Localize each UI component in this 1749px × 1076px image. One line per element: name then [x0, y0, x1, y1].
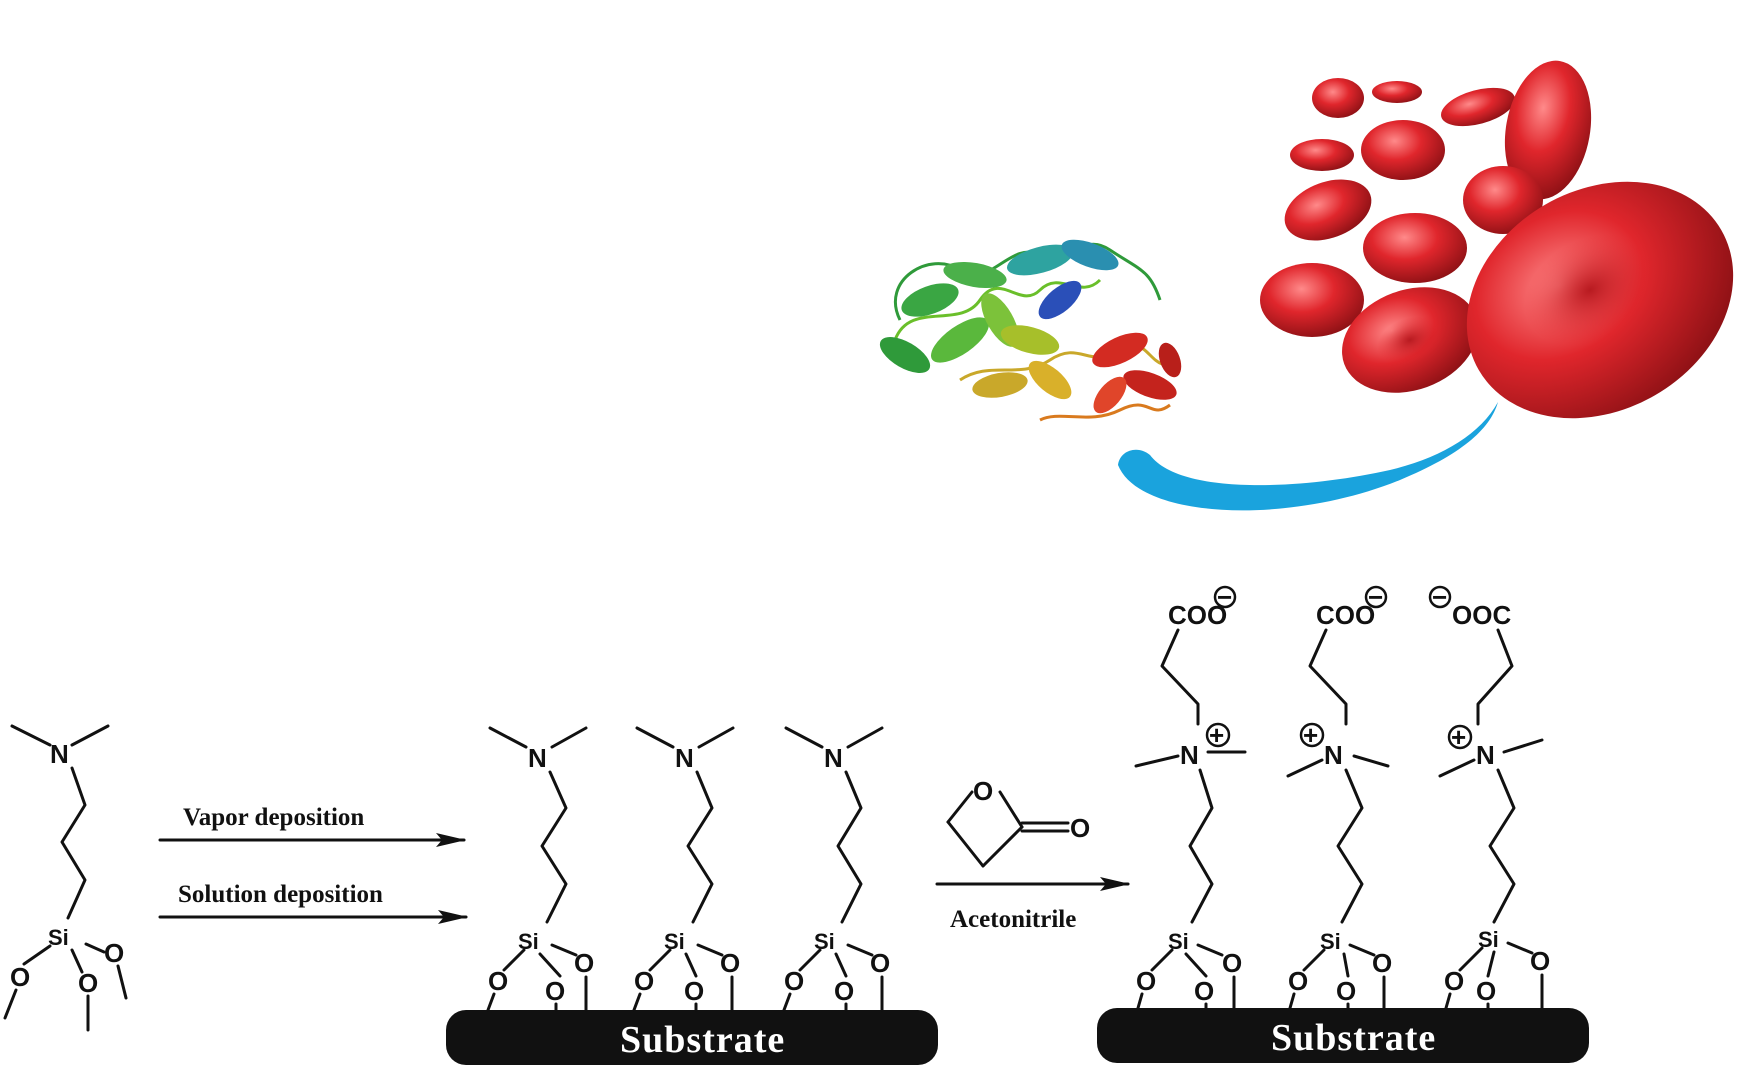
- svg-text:Si: Si: [1168, 929, 1189, 954]
- svg-text:−: −: [1217, 582, 1232, 612]
- deposition-arrows: Vapor deposition Solution deposition: [158, 804, 468, 924]
- svg-text:N: N: [1324, 740, 1343, 770]
- silicon-atom: Si: [48, 925, 69, 950]
- acetonitrile-label: Acetonitrile: [950, 906, 1076, 933]
- vapor-deposition-label: Vapor deposition: [183, 804, 364, 831]
- substrate-left-label: Substrate: [620, 1019, 785, 1061]
- blue-surface-curve-icon: [1118, 402, 1498, 511]
- amine-silane-2: N Si O O O: [632, 726, 740, 1012]
- amine-silane-3: N Si O O O: [782, 726, 890, 1012]
- nitrogen-atom: N: [50, 739, 69, 769]
- svg-text:Si: Si: [1478, 927, 1499, 952]
- substrate-left-group: Substrate N Si O O O N Si O: [446, 726, 938, 1065]
- zwitterion-silane-3: − OOC N + Si O O O: [1428, 582, 1550, 1010]
- svg-text:O: O: [1336, 976, 1356, 1006]
- svg-text:O: O: [720, 948, 740, 978]
- svg-text:O: O: [545, 976, 565, 1006]
- svg-text:Si: Si: [814, 929, 835, 954]
- protein-ribbon-icon: [879, 239, 1182, 422]
- free-silane-molecule: N Si O O O: [3, 724, 128, 1032]
- svg-text:O: O: [1136, 966, 1156, 996]
- svg-text:Si: Si: [518, 929, 539, 954]
- lactone-reaction-arrow: O O Acetonitrile: [935, 776, 1130, 933]
- svg-text:COO: COO: [1316, 600, 1375, 630]
- svg-text:N: N: [824, 743, 843, 773]
- substrate-right-label: Substrate: [1271, 1017, 1436, 1059]
- svg-text:+: +: [1209, 720, 1224, 750]
- svg-text:N: N: [675, 743, 694, 773]
- amine-silane-1: N Si O O O: [486, 726, 594, 1012]
- svg-text:O: O: [834, 976, 854, 1006]
- svg-text:O: O: [634, 966, 654, 996]
- svg-text:O: O: [1530, 946, 1550, 976]
- svg-text:N: N: [1180, 740, 1199, 770]
- svg-text:N: N: [528, 743, 547, 773]
- svg-text:O: O: [1372, 948, 1392, 978]
- zwitterion-silane-1: COO − N + Si O O O: [1134, 582, 1247, 1010]
- svg-text:O: O: [684, 976, 704, 1006]
- svg-text:O: O: [973, 776, 993, 806]
- svg-text:O: O: [784, 966, 804, 996]
- svg-text:O: O: [1070, 813, 1090, 843]
- svg-text:N: N: [1476, 740, 1495, 770]
- svg-text:O: O: [1194, 976, 1214, 1006]
- svg-text:O: O: [1444, 966, 1464, 996]
- svg-text:O: O: [870, 948, 890, 978]
- svg-text:O: O: [1222, 948, 1242, 978]
- svg-text:O: O: [1476, 976, 1496, 1006]
- substrate-right-group: Substrate COO − N + Si O O O COO: [1097, 582, 1589, 1063]
- svg-text:−: −: [1432, 582, 1447, 612]
- svg-text:O: O: [574, 948, 594, 978]
- oxygen-atom: O: [10, 962, 30, 992]
- red-blood-cell-icon: [1260, 60, 1734, 419]
- zwitterion-silane-2: COO − N + Si O O O: [1286, 582, 1392, 1010]
- svg-text:O: O: [1288, 966, 1308, 996]
- substrate-left: [446, 1010, 938, 1065]
- substrate-right: [1097, 1008, 1589, 1063]
- svg-text:+: +: [1451, 722, 1466, 752]
- svg-text:O: O: [488, 966, 508, 996]
- svg-text:OOC: OOC: [1452, 600, 1511, 630]
- beta-propiolactone-structure: O O: [946, 776, 1090, 868]
- oxygen-atom: O: [78, 968, 98, 998]
- oxygen-atom: O: [104, 938, 124, 968]
- svg-text:Si: Si: [1320, 929, 1341, 954]
- svg-text:+: +: [1303, 720, 1318, 750]
- solution-deposition-label: Solution deposition: [178, 881, 383, 908]
- svg-text:Si: Si: [664, 929, 685, 954]
- svg-text:−: −: [1368, 582, 1383, 612]
